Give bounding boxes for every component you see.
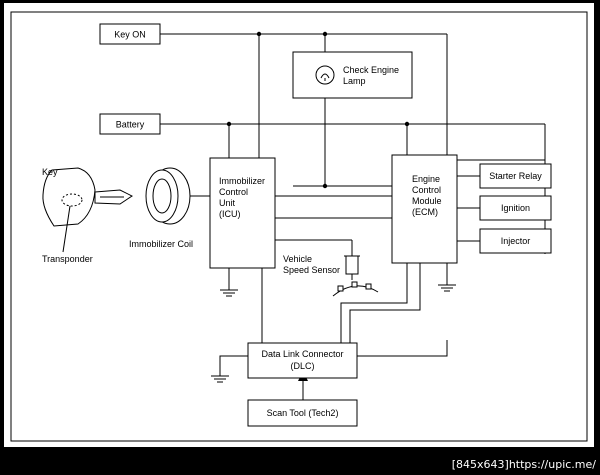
battery-label: Battery	[116, 120, 145, 130]
ignition-label: Ignition	[501, 203, 530, 213]
immobilizer-coil-label: Immobilizer Coil	[129, 239, 193, 249]
icu-label-3: Unit	[219, 198, 236, 208]
icu-label-4: (ICU)	[219, 209, 241, 219]
dlc-box	[247, 342, 358, 379]
check-engine-lamp-label-2: Lamp	[343, 76, 366, 86]
ecm-label-2: Control	[412, 185, 441, 195]
scan-tool-box	[247, 399, 358, 427]
scan-tool-label: Scan Tool (Tech2)	[267, 408, 339, 418]
icu-box	[209, 157, 276, 269]
speed-sensor-icon	[332, 255, 379, 297]
key-on-box	[99, 23, 161, 45]
battery-box	[99, 113, 161, 135]
icu-label-2: Control	[219, 187, 248, 197]
transponder-label: Transponder	[42, 254, 93, 264]
key-label: Key	[42, 167, 58, 177]
watermark-text: [845x643]https://upic.me/	[452, 458, 597, 471]
dlc-label-1: Data Link Connector	[261, 349, 343, 359]
check-engine-lamp-box	[292, 51, 413, 99]
ecm-label-1: Engine	[412, 174, 440, 184]
injector-label: Injector	[501, 236, 531, 246]
dlc-label-2: (DLC)	[291, 361, 315, 371]
starter-relay-box	[479, 163, 552, 189]
icu-label-1: Immobilizer	[219, 176, 265, 186]
starter-relay-label: Starter Relay	[489, 171, 542, 181]
junction-dots	[226, 31, 410, 189]
lamp-icon	[315, 65, 335, 85]
ecm-label-3: Module	[412, 196, 442, 206]
vehicle-speed-sensor-label-1: Vehicle	[283, 254, 312, 264]
diagram-border	[10, 11, 588, 442]
check-engine-lamp-label-1: Check Engine	[343, 65, 399, 75]
key-icon	[42, 167, 133, 227]
transponder-leader	[62, 205, 71, 253]
ignition-box	[479, 195, 552, 221]
immobilizer-coil-icon	[145, 167, 191, 225]
injector-box	[479, 228, 552, 254]
vehicle-speed-sensor-label-2: Speed Sensor	[283, 265, 340, 275]
ecm-label-4: (ECM)	[412, 207, 438, 217]
ecm-box	[391, 154, 458, 264]
key-on-label: Key ON	[114, 30, 146, 40]
